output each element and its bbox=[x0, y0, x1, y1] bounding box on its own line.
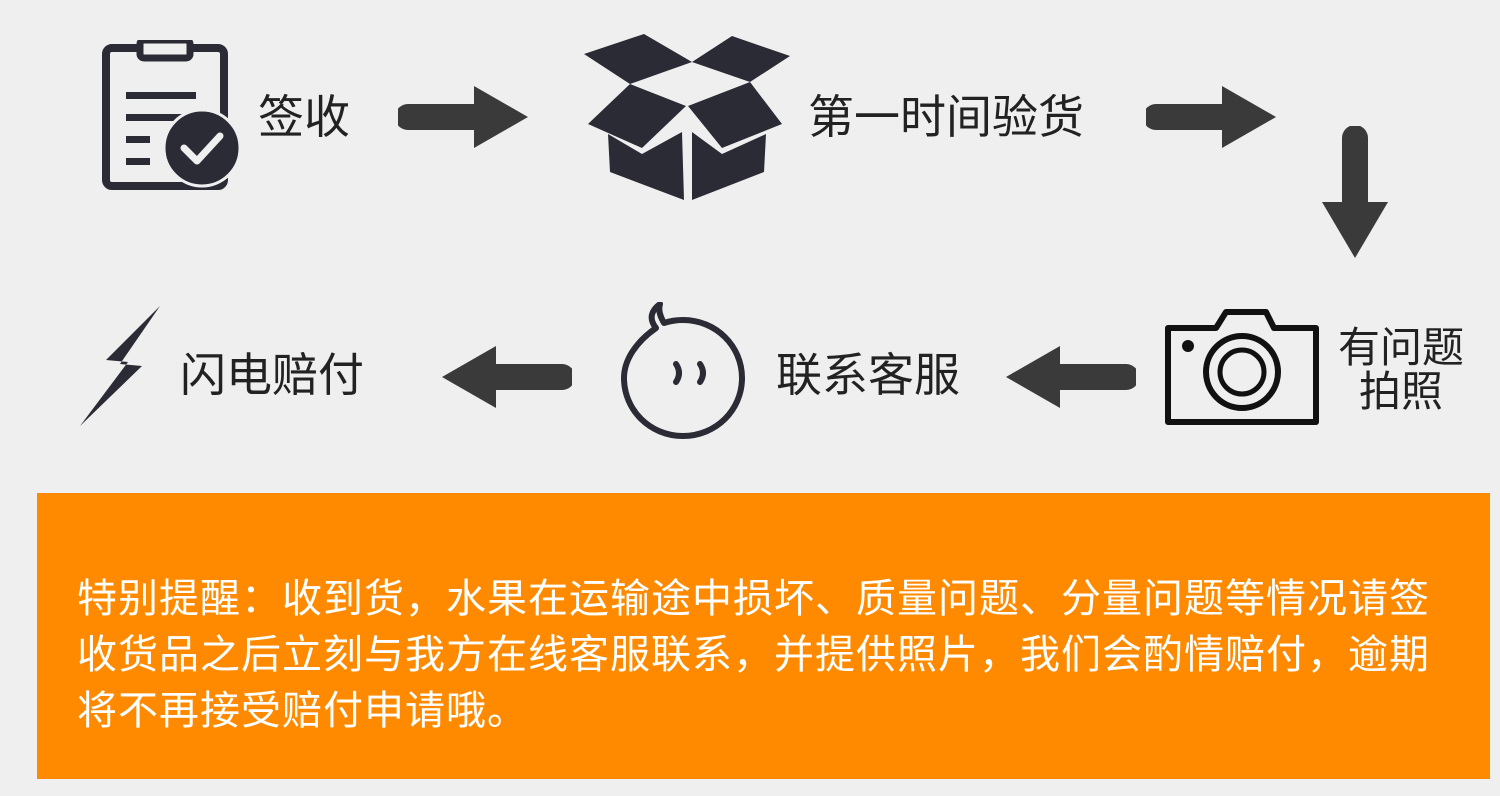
camera-icon bbox=[1162, 306, 1322, 428]
step-sign-label: 签收 bbox=[258, 90, 350, 144]
step-photo-label-line2: 拍照 bbox=[1358, 367, 1443, 417]
arrow-right-icon bbox=[1146, 82, 1278, 152]
bottom-margin bbox=[0, 779, 1500, 796]
step-service-label: 联系客服 bbox=[776, 348, 960, 402]
notice-box: 特别提醒：收到货，水果在运输途中损坏、质量问题、分量问题等情况请签收货品之后立刻… bbox=[37, 493, 1490, 779]
arrow-right-icon bbox=[398, 82, 530, 152]
clipboard-check-icon bbox=[100, 40, 242, 192]
step-photo-label: 有问题 拍照 bbox=[1326, 323, 1476, 417]
lightning-icon bbox=[76, 304, 166, 428]
step-compensate-label: 闪电赔付 bbox=[180, 348, 364, 402]
open-box-icon bbox=[582, 32, 792, 202]
notice-text: 特别提醒：收到货，水果在运输途中损坏、质量问题、分量问题等情况请签收货品之后立刻… bbox=[77, 576, 1430, 734]
arrow-left-icon bbox=[1004, 342, 1136, 412]
arrow-down-icon bbox=[1318, 126, 1392, 260]
arrow-left-icon bbox=[440, 342, 572, 412]
step-inspect-label: 第一时间验货 bbox=[808, 90, 1084, 144]
step-photo-label-line1: 有问题 bbox=[1337, 323, 1464, 372]
chat-bubble-icon bbox=[616, 302, 750, 440]
